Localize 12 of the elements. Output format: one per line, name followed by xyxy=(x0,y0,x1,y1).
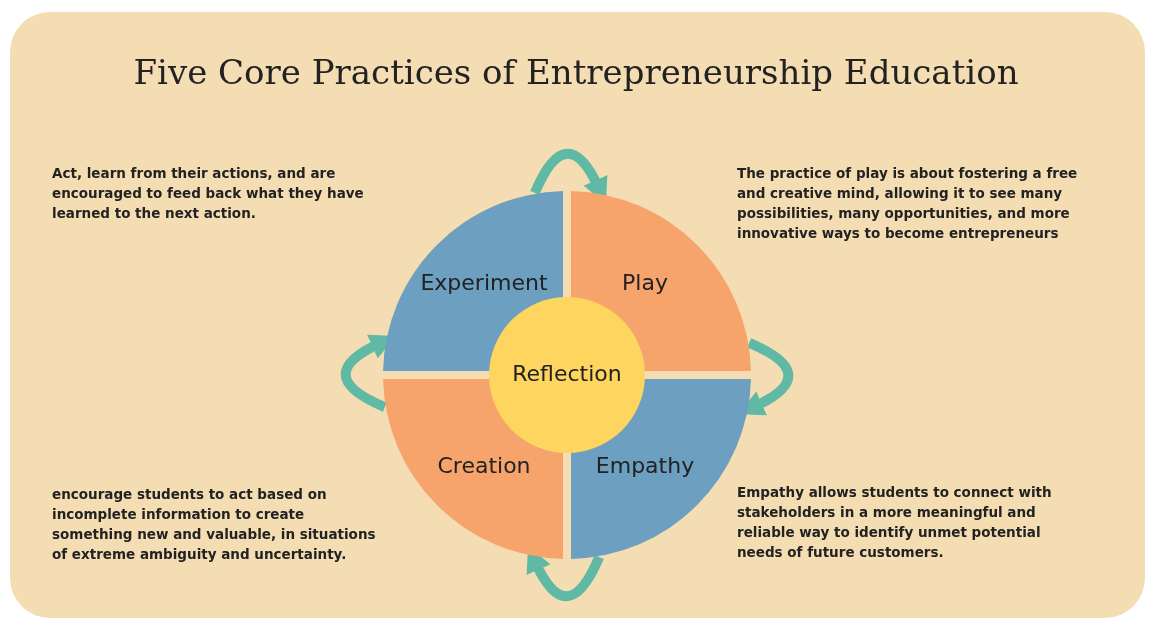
center-circle xyxy=(489,297,645,453)
segment-label: Play xyxy=(622,269,668,295)
description-text: encourage students to act based on incomplete information to create something new and valuable, in situations of extreme ambiguity and uncertainty. xyxy=(52,485,377,564)
segment-label: Empathy xyxy=(595,452,695,478)
segment-label: Creation xyxy=(437,452,531,478)
description-text: Empathy allows students to connect with stakeholders in a more meaningful and reliable way to identify unmet potential needs of future customers. xyxy=(737,483,1053,562)
segment-label: Experiment xyxy=(420,269,548,295)
segment-label: Reflection xyxy=(512,360,622,386)
title: Five Core Practices of Entrepreneurship Education xyxy=(132,52,1020,92)
description-text: The practice of play is about fostering a free and creative mind, allowing it to see many possibilities, many opportunities, and more innovative ways to become entrepreneurs xyxy=(737,164,1079,243)
quadrant-segment xyxy=(383,379,563,559)
description-text: Act, learn from their actions, and are encouraged to feed back what they have learned to the next action. xyxy=(52,164,365,223)
